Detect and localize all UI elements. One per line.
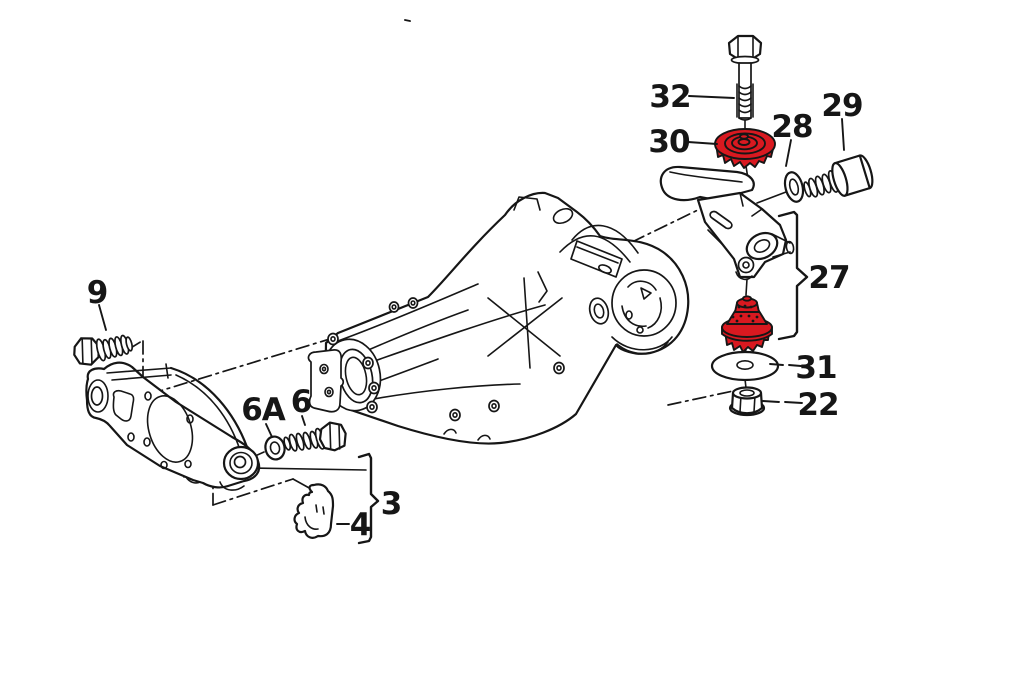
callout-22[interactable]: 22 xyxy=(797,387,839,423)
support-arm xyxy=(85,361,261,491)
bushing-texture-dots xyxy=(731,304,759,323)
callout-30[interactable]: 30 xyxy=(648,124,691,160)
part-3-brace xyxy=(357,452,380,545)
part-29-bolt xyxy=(803,154,874,198)
part-9-bolt xyxy=(73,334,134,366)
part-31-washer xyxy=(710,350,780,382)
callout-32[interactable]: 32 xyxy=(649,79,691,115)
part-6-bolt xyxy=(283,421,347,452)
callout-4[interactable]: 4 xyxy=(350,507,372,543)
mount-bracket xyxy=(659,165,795,281)
side-cover-plate xyxy=(307,349,345,413)
bolt-bosses xyxy=(327,297,565,422)
callout-6a[interactable]: 6A xyxy=(241,392,287,428)
callout-31[interactable]: 31 xyxy=(795,350,837,386)
part-27-brace xyxy=(777,210,809,341)
callout-28[interactable]: 28 xyxy=(771,109,813,145)
callout-leaders xyxy=(98,95,845,525)
part-22-nut xyxy=(728,386,766,417)
part-30-damper-washer-highlighted[interactable] xyxy=(714,128,776,169)
callout-9[interactable]: 9 xyxy=(87,275,109,311)
part-28-washer xyxy=(783,171,805,203)
part-32-bolt xyxy=(727,34,763,121)
callout-27[interactable]: 27 xyxy=(808,260,850,296)
part-4-hook xyxy=(293,483,335,539)
callout-6[interactable]: 6 xyxy=(291,384,313,420)
callout-3[interactable]: 3 xyxy=(381,486,403,522)
part-27-mount-bushing-highlighted[interactable] xyxy=(721,295,773,353)
part-6a-washer xyxy=(264,435,286,461)
callout-29[interactable]: 29 xyxy=(821,88,863,124)
differential-housing xyxy=(322,191,690,445)
